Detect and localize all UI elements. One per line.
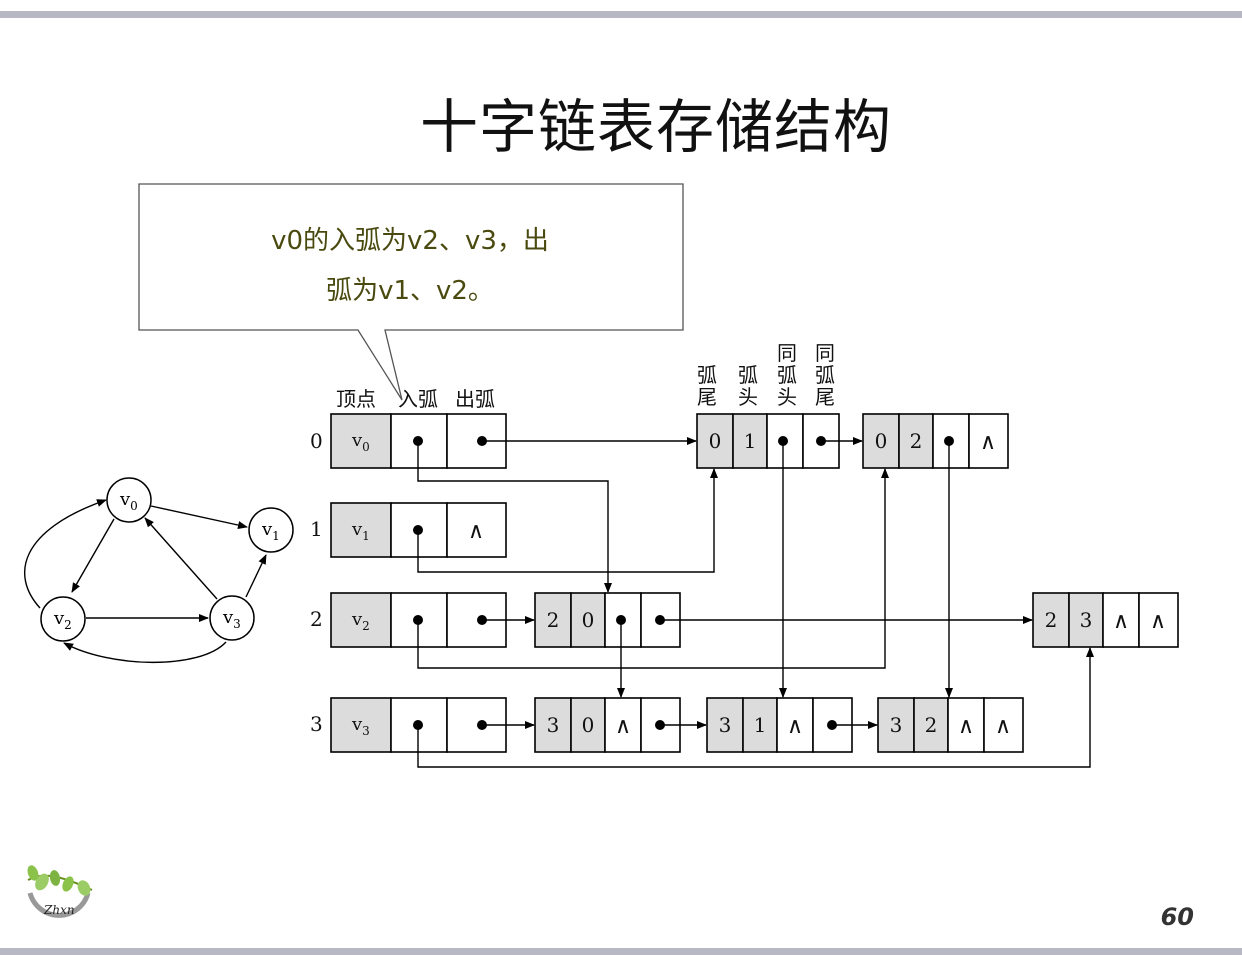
null-symbol: ∧ [958, 714, 974, 739]
pointer-arrow [417, 468, 889, 669]
arc-tail-value: 2 [547, 608, 560, 632]
graph-edge [63, 641, 227, 664]
arc-tail-value: 3 [719, 713, 732, 737]
row-index: 2 [310, 607, 323, 631]
arc-tail-header: 弧 [697, 363, 717, 387]
out-arc-header: 出弧 [455, 387, 495, 411]
arc-head-header: 弧 [738, 363, 758, 387]
top-bar [0, 11, 1242, 18]
vertex-cell [330, 592, 392, 648]
null-symbol: ∧ [787, 714, 803, 739]
vertex-cell [330, 502, 392, 558]
vertex-header: 顶点 [336, 387, 376, 411]
in-arc-cell [390, 413, 448, 469]
graph-figure [24, 499, 267, 664]
same-head-header: 弧 [777, 363, 797, 387]
logo: Zhxn [27, 865, 93, 918]
callout-bubble [138, 183, 684, 401]
row-indices: 0 1 2 3 [310, 429, 323, 736]
vertex-table [330, 413, 507, 753]
header-labels: 顶点 入弧 出弧 弧 尾 弧 头 同 弧 头 同 弧 尾 [336, 341, 835, 411]
null-symbol: ∧ [995, 714, 1011, 739]
graph-nodes: v0 v1 v2 v3 [40, 477, 294, 642]
graph-edge [144, 517, 218, 600]
arc-tail-value: 0 [875, 429, 888, 453]
page-number: 60 [1160, 903, 1194, 931]
pointer-dots [413, 436, 954, 730]
graph-edge [245, 554, 267, 598]
graph-node-label: v1 [261, 519, 280, 543]
callout-line-2: 弧为v1、v2。 [326, 276, 494, 306]
same-tail-header: 弧 [815, 363, 835, 387]
vertex-names: v0 v1 v2 v3 [351, 430, 370, 738]
vertex-name: v1 [351, 519, 370, 543]
row-index: 1 [310, 517, 323, 541]
in-arc-header: 入弧 [398, 387, 438, 411]
graph-node-label: v0 [119, 489, 138, 513]
in-arc-cell [390, 697, 448, 753]
pointer-arrow [417, 468, 718, 573]
null-symbol: ∧ [615, 714, 631, 739]
out-arc-cell [446, 502, 507, 558]
null-symbol: ∧ [468, 519, 484, 544]
graph-edge [71, 518, 115, 593]
slide-title: 十字链表存储结构 [419, 93, 892, 161]
graph-node-v3 [209, 595, 255, 641]
null-symbol: ∧ [1150, 609, 1166, 634]
graph-node-v0 [106, 477, 152, 523]
null-markers: ∧ ∧ ∧ ∧ ∧ ∧ ∧ ∧ [468, 430, 1166, 739]
pointer-links [417, 437, 1094, 768]
arc-head-value: 0 [582, 713, 595, 737]
arc-nodes [534, 413, 1179, 753]
arc-tail-value: 3 [547, 713, 560, 737]
same-tail-header: 同 [815, 341, 835, 365]
arc-head-value: 1 [744, 429, 757, 453]
vertex-name: v0 [351, 430, 370, 454]
graph-node-label: v2 [53, 608, 72, 632]
same-head-header: 头 [777, 385, 797, 409]
arc-head-value: 3 [1080, 608, 1093, 632]
arc-head-value: 2 [910, 429, 923, 453]
arc-tail-value: 0 [709, 429, 722, 453]
null-symbol: ∧ [1113, 609, 1129, 634]
row-index: 3 [310, 712, 323, 736]
graph-edge [24, 499, 107, 609]
vertex-cell [330, 697, 392, 753]
graph-node-v1 [248, 507, 294, 553]
vertex-cell [330, 413, 392, 469]
pointer-arrow [417, 441, 612, 593]
arc-head-value: 2 [925, 713, 938, 737]
arc-head-value: 1 [754, 713, 767, 737]
pointer-arrow [417, 647, 1094, 768]
vertex-name: v3 [351, 714, 370, 738]
null-symbol: ∧ [980, 430, 996, 455]
arc-head-header: 头 [738, 385, 758, 409]
row-index: 0 [310, 429, 323, 453]
graph-node-label: v3 [222, 607, 241, 631]
graph-edge [150, 505, 248, 529]
same-head-header: 同 [777, 341, 797, 365]
vertex-name: v2 [351, 609, 370, 633]
arc-values: 0 1 0 2 2 0 2 3 3 0 3 1 3 2 [547, 429, 1093, 737]
arc-tail-value: 2 [1045, 608, 1058, 632]
arc-head-value: 0 [582, 608, 595, 632]
same-tail-header: 尾 [815, 385, 835, 409]
arc-tail-header: 尾 [697, 385, 717, 409]
callout-line-1: v0的入弧为v2、v3，出 [271, 226, 549, 256]
arc-tail-value: 3 [890, 713, 903, 737]
bottom-bar [0, 948, 1242, 955]
graph-node-v2 [40, 596, 86, 642]
logo-text: Zhxn [43, 903, 75, 917]
